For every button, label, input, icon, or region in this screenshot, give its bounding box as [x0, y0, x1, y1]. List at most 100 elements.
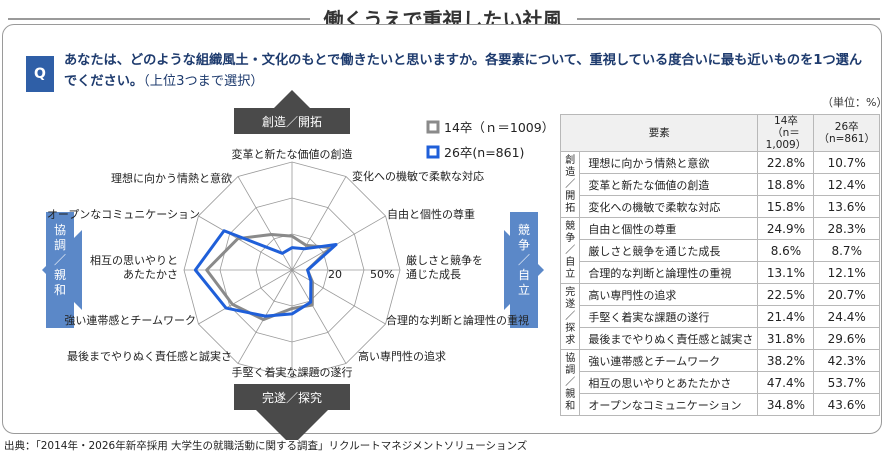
table-group-label: 協調／ 親和 [559, 349, 581, 416]
table-cell-26: 42.3% [813, 349, 880, 372]
table-cell-26: 20.7% [813, 283, 880, 306]
axis-label: 変化への機敏で柔軟な対応 [352, 169, 484, 183]
quadrant-left-box [46, 212, 74, 328]
axis-label: 最後までやりぬく責任感と誠実さ [67, 349, 232, 363]
table-cell-item: 厳しさと競争を通じた成長 [579, 239, 759, 262]
axis-label: 変革と新たな価値の創造 [232, 147, 353, 161]
table-cell-14: 47.4% [757, 371, 815, 394]
table-cell-item: 高い専門性の追求 [579, 283, 759, 306]
axis-label: 厳しさと競争を通じた成長 [406, 253, 483, 281]
axis-label: 合理的な判断と論理性の重視 [386, 313, 529, 327]
question-badge: Q [26, 56, 54, 92]
source-note: 出典：「2014年・2026年新卒採用 大学生の就職活動に関する調査」リクルート… [4, 440, 528, 452]
table-cell-14: 22.5% [757, 283, 815, 306]
table-cell-item: 自由と個性の尊重 [579, 217, 759, 240]
quadrant-bottom-box [234, 384, 350, 410]
question-body: あなたは、どのような組織風土・文化のもとで働きたいと思いますか。各要素について、… [64, 53, 863, 89]
axis-label: 自由と個性の尊重 [387, 207, 475, 221]
axis-label: 手堅く着実な課題の遂行 [232, 365, 353, 379]
table-group-label: 創造／ 開拓 [559, 151, 581, 218]
question-text: あなたは、どのような組織風土・文化のもとで働きたいと思いますか。各要素について、… [64, 50, 870, 92]
table-cell-item: 変化への機敏で柔軟な対応 [579, 195, 759, 218]
table-header-26-text: 26卒 （n=861） [818, 121, 875, 145]
radar-tick-labels: 20 50% [328, 268, 394, 281]
table-cell-26: 29.6% [813, 327, 880, 350]
table-header-14-text: 14卒 （n＝1,009） [765, 115, 807, 151]
unit-label: （単位：%） [822, 96, 886, 109]
table-cell-14: 38.2% [757, 349, 815, 372]
radar-spoke [198, 269, 293, 325]
radar-series [193, 229, 338, 322]
table-cell-14: 22.8% [757, 151, 815, 174]
table-cell-14: 8.6% [757, 239, 815, 262]
tick-label: 20 [328, 268, 342, 281]
axis-label: 理想に向かう情熱と意欲 [111, 171, 232, 185]
table-cell-26: 10.7% [813, 151, 880, 174]
axis-label: オープンなコミュニケーション [47, 208, 200, 221]
table-cell-26: 43.6% [813, 393, 880, 416]
quadrant-label: 協調／親和 [54, 222, 66, 297]
quadrant-top-box [234, 108, 350, 134]
table-cell-item: 相互の思いやりとあたたかさ [579, 371, 759, 394]
table-cell-14: 13.1% [757, 261, 815, 284]
quadrant-bottom-arrow [252, 406, 332, 440]
table-cell-item: 変革と新たな価値の創造 [579, 173, 759, 196]
table-cell-26: 53.7% [813, 371, 880, 394]
question-note: （上位3つまで選択） [143, 74, 264, 89]
radar-spoke [198, 215, 293, 271]
quadrant-label: 完遂／探究 [262, 390, 322, 405]
table-cell-14: 15.8% [757, 195, 815, 218]
table-cell-14: 18.8% [757, 173, 815, 196]
table-cell-26: 24.4% [813, 305, 880, 328]
legend-label-14: 14卒（ｎ＝1009） [444, 120, 554, 135]
table-header-26: 26卒 （n=861） [813, 114, 880, 152]
table-cell-item: 最後までやりぬく責任感と誠実さ [579, 327, 759, 350]
quadrant-label: 競争／自立 [518, 222, 530, 297]
radar-spoke [291, 215, 386, 271]
table-header-14: 14卒 （n＝1,009） [757, 114, 815, 152]
table-cell-26: 8.7% [813, 239, 880, 262]
table-cell-26: 28.3% [813, 217, 880, 240]
legend: 14卒（ｎ＝1009） 26卒(n=861) [426, 120, 554, 160]
table-cell-item: 強い連帯感とチームワーク [579, 349, 759, 372]
table-cell-item: 理想に向かう情熱と意欲 [579, 151, 759, 174]
radar-spoke [237, 176, 293, 271]
table-cell-26: 12.4% [813, 173, 880, 196]
table-cell-26: 12.1% [813, 261, 880, 284]
axis-label: 強い連帯感とチームワーク [64, 313, 196, 327]
table-cell-26: 13.6% [813, 195, 880, 218]
quadrant-right-box [510, 212, 538, 328]
radar-spoke [291, 269, 386, 325]
radar-spoke [291, 176, 347, 271]
series-26-line [193, 229, 338, 318]
table-cell-14: 31.8% [757, 327, 815, 350]
table-header-item: 要素 [559, 114, 759, 152]
axis-label: 相互の思いやりとあたたかさ [90, 254, 178, 281]
table-cell-14: 24.9% [757, 217, 815, 240]
table-cell-item: 手堅く着実な課題の遂行 [579, 305, 759, 328]
table-cell-item: 合理的な判断と論理性の重視 [579, 261, 759, 284]
quadrant-label: 創造／開拓 [262, 115, 322, 129]
tick-label: 50% [370, 268, 394, 281]
legend-swatch-26 [426, 145, 440, 159]
legend-label-26: 26卒(n=861) [444, 145, 524, 160]
radar-grid [183, 161, 401, 379]
axis-label: 高い専門性の追求 [358, 349, 446, 363]
table-cell-14: 21.4% [757, 305, 815, 328]
table-group-label: 完遂／ 探求 [559, 283, 581, 350]
radar-axis-labels: 変革と新たな価値の創造変化への機敏で柔軟な対応自由と個性の尊重厳しさと競争を通じ… [47, 147, 529, 379]
